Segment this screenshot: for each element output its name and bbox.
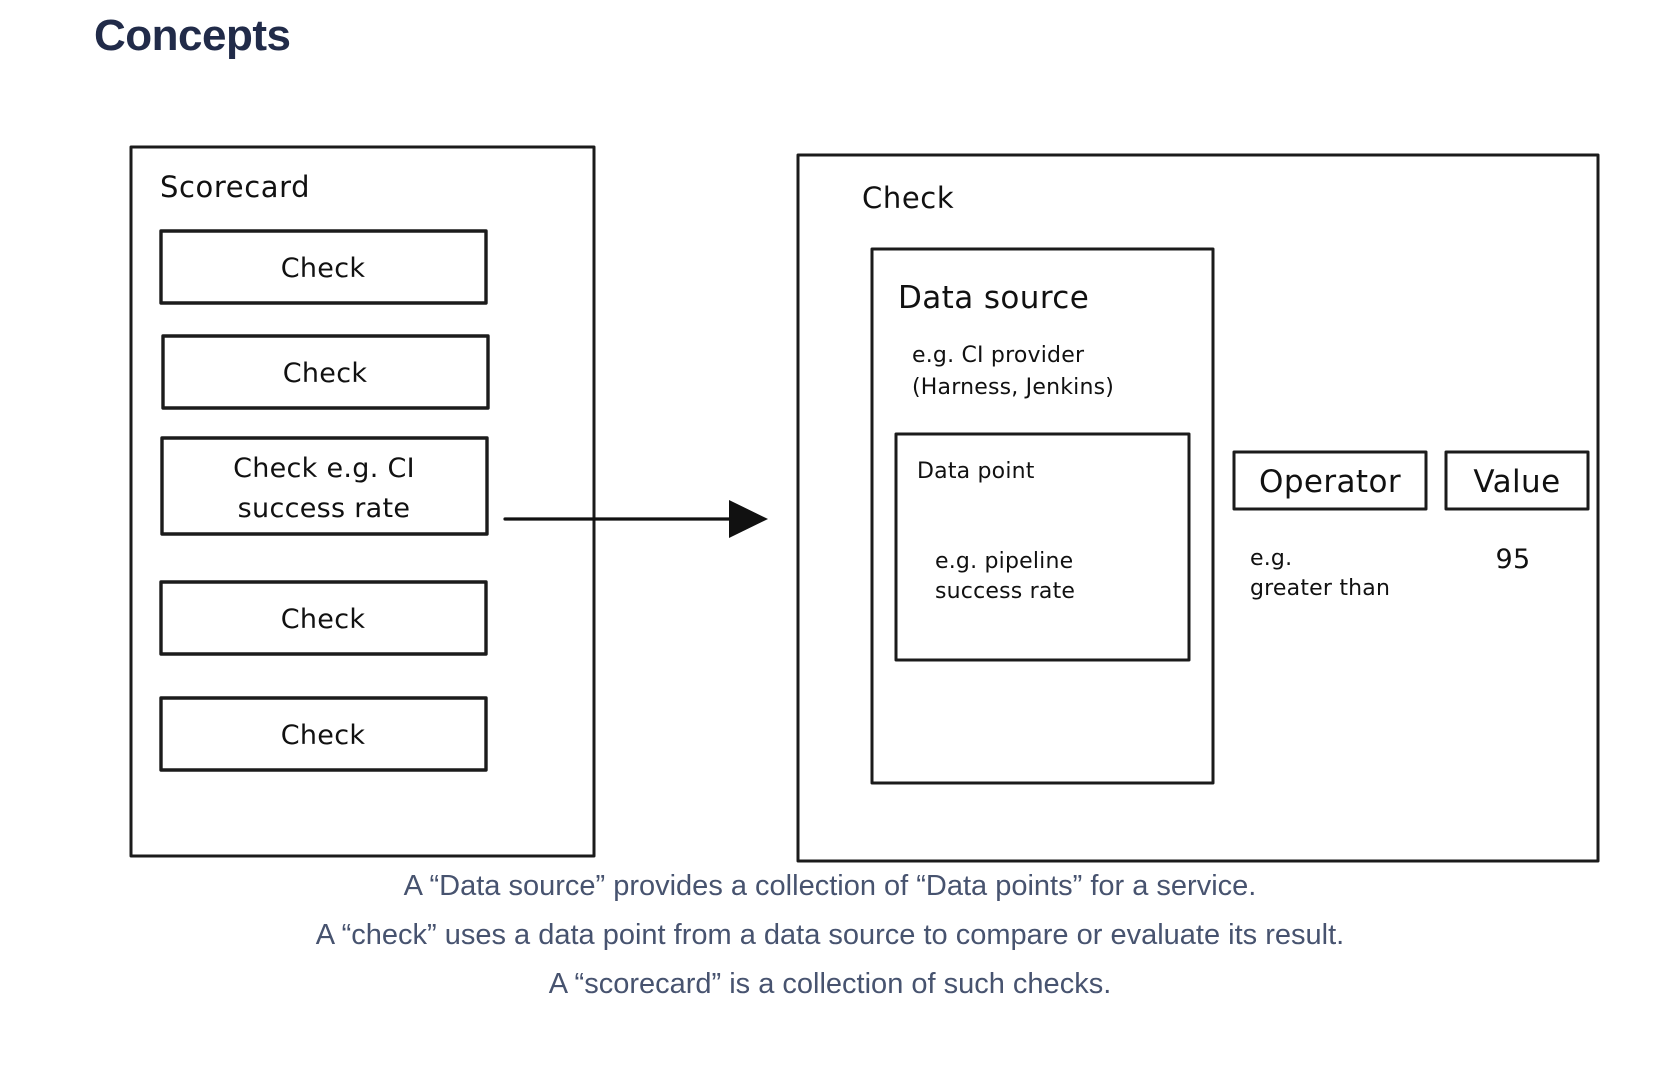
- check-box-ci-success-rate[interactable]: [160, 436, 489, 536]
- value-box: [1444, 450, 1590, 511]
- scorecard-label: Scorecard: [160, 170, 310, 204]
- operator-example-line2: greater than: [1250, 576, 1390, 601]
- data-source-box: [870, 247, 1215, 785]
- operator-box: [1232, 450, 1428, 511]
- arrow-head-icon: [729, 500, 768, 538]
- value-title: Value: [1473, 464, 1560, 500]
- operator-example-line1: e.g.: [1250, 546, 1292, 571]
- data-point-box: [894, 432, 1191, 662]
- scorecard-box: [129, 145, 596, 858]
- page-title: Concepts: [94, 11, 291, 60]
- data-point-example-line2: success rate: [935, 579, 1075, 604]
- check-label: Check: [281, 253, 366, 284]
- operator-container: Operator e.g. greater than: [1232, 450, 1428, 601]
- scorecard-check-1[interactable]: Check: [159, 229, 488, 305]
- data-source-example-line2: (Harness, Jenkins): [912, 375, 1114, 400]
- scorecard-container: Scorecard Check Check Check e.g. CI succ…: [129, 145, 596, 858]
- check-label-line1: Check e.g. CI: [233, 453, 415, 484]
- check-label: Check: [862, 181, 954, 215]
- check-box[interactable]: [159, 696, 488, 772]
- data-source-title: Data source: [898, 280, 1089, 316]
- check-box[interactable]: [161, 334, 490, 410]
- scorecard-check-5[interactable]: Check: [159, 696, 488, 772]
- check-label-line2: success rate: [238, 493, 411, 524]
- caption-line-1: A “Data source” provides a collection of…: [403, 870, 1257, 902]
- check-box[interactable]: [159, 229, 488, 305]
- data-point-example-line1: e.g. pipeline: [935, 549, 1073, 574]
- data-point-title: Data point: [917, 459, 1035, 484]
- operator-title: Operator: [1259, 464, 1401, 500]
- scorecard-check-4[interactable]: Check: [159, 580, 488, 656]
- check-box-outer: [796, 153, 1600, 863]
- data-source-example-line1: e.g. CI provider: [912, 343, 1085, 368]
- scorecard-check-3[interactable]: Check e.g. CI success rate: [160, 436, 489, 536]
- scorecard-check-2[interactable]: Check: [161, 334, 490, 410]
- check-label: Check: [283, 358, 368, 389]
- scorecard-to-check-arrow: [503, 500, 768, 538]
- caption-block: A “Data source” provides a collection of…: [0, 862, 1660, 1009]
- data-source-container: Data source e.g. CI provider (Harness, J…: [870, 247, 1215, 785]
- value-container: Value 95: [1444, 450, 1590, 575]
- check-label: Check: [281, 720, 366, 751]
- caption-line-3: A “scorecard” is a collection of such ch…: [548, 968, 1112, 1000]
- value-example: 95: [1496, 544, 1531, 575]
- data-point-container: Data point e.g. pipeline success rate: [894, 432, 1191, 662]
- check-label: Check: [281, 604, 366, 635]
- check-box[interactable]: [159, 580, 488, 656]
- caption-line-2: A “check” uses a data point from a data …: [315, 919, 1345, 951]
- check-container: Check Data source e.g. CI provider (Harn…: [796, 153, 1600, 863]
